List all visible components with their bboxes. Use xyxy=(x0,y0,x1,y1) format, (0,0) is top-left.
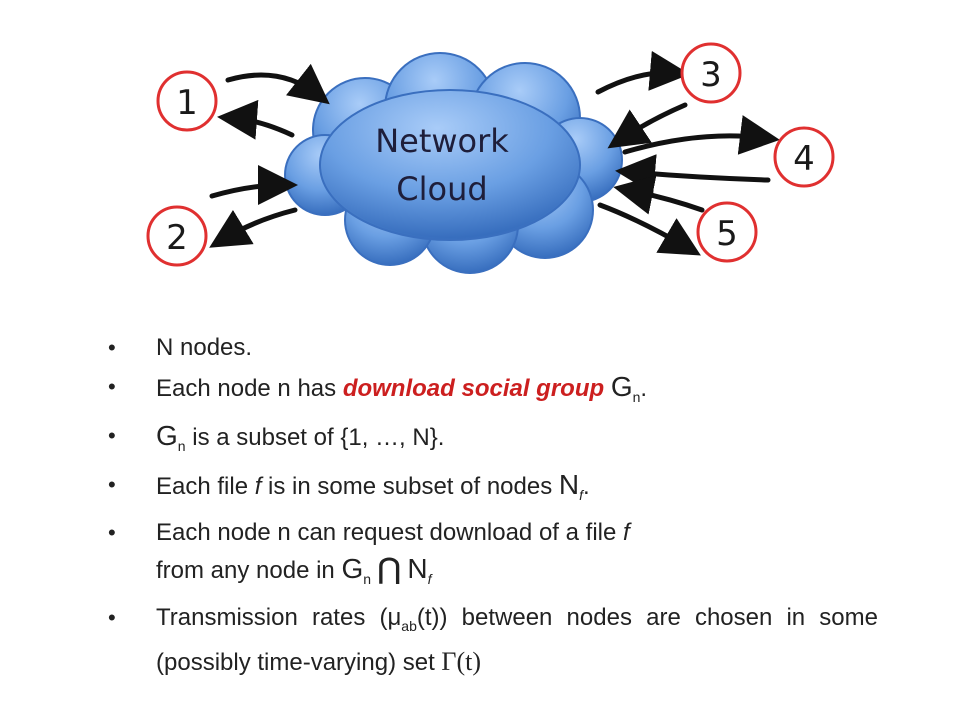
bullet-file-subset: •Each file f is in some subset of nodes … xyxy=(108,468,590,503)
network-cloud: Network Cloud xyxy=(284,52,623,274)
intersection-symbol: ⋂ xyxy=(377,553,401,585)
highlight-text: download social group xyxy=(342,375,605,402)
bullet-nodes: •N nodes. xyxy=(108,330,878,366)
bullet-transmission: •Transmission rates (μab(t)) between nod… xyxy=(108,600,878,681)
node-3: 3 xyxy=(680,42,742,104)
node-2-label: 2 xyxy=(166,218,188,258)
arrow-4-to-cloud xyxy=(615,154,771,195)
node-2: 2 xyxy=(146,205,208,267)
node-5-label: 5 xyxy=(716,214,738,254)
bullet-list: •N nodes. •Each node n has download soci… xyxy=(108,330,878,684)
bullet-dot: • xyxy=(108,471,116,497)
arrow-cloud-to-4 xyxy=(622,115,780,155)
node-1: 1 xyxy=(156,70,218,132)
arrow-1-to-cloud xyxy=(225,63,330,105)
connection-arrows xyxy=(209,50,780,256)
node-5: 5 xyxy=(696,201,758,263)
node-4: 4 xyxy=(773,126,835,188)
bullet-dot: • xyxy=(108,605,116,631)
arrow-cloud-to-5 xyxy=(597,202,701,256)
bullet-dot: • xyxy=(108,422,116,448)
bullet-social-group: •Each node n has download social group G… xyxy=(108,371,648,405)
node-1-label: 1 xyxy=(176,83,198,123)
arrow-cloud-to-1 xyxy=(217,99,295,140)
bullet-dot: • xyxy=(108,374,116,399)
bullet-dot: • xyxy=(108,335,116,360)
bullet-request: •Each node n can request download of a f… xyxy=(108,515,878,597)
network-diagram: Network Cloud 1 2 3 4 5 xyxy=(146,42,835,274)
cloud-label-line1: Network xyxy=(375,122,509,160)
arrow-5-to-cloud xyxy=(613,175,705,215)
bullet-dot: • xyxy=(108,520,116,546)
node-4-label: 4 xyxy=(793,139,815,179)
arrow-3-to-cloud xyxy=(607,102,688,149)
node-3-label: 3 xyxy=(700,55,722,95)
arrow-cloud-to-3 xyxy=(595,50,690,95)
arrow-2-to-cloud xyxy=(209,165,298,206)
bullet-subset: •Gn is a subset of {1, …, N}. xyxy=(108,419,445,454)
arrow-cloud-to-2 xyxy=(209,207,298,248)
cloud-label-line2: Cloud xyxy=(396,170,487,208)
